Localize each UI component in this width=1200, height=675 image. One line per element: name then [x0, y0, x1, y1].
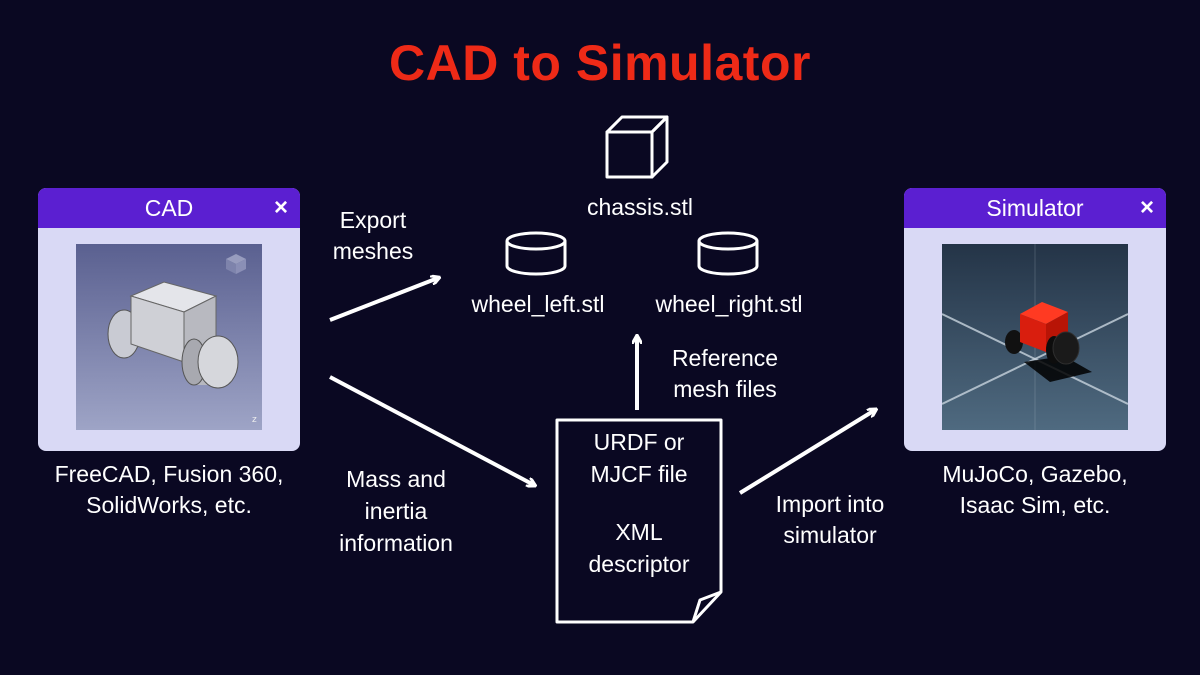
wheel-right-mesh-label: wheel_right.stl [655, 291, 803, 317]
import-label-line2: simulator [783, 522, 877, 548]
mass-label-line3: information [339, 530, 453, 556]
reference-label-line1: Reference [671, 345, 779, 371]
export-meshes-arrow [329, 278, 438, 322]
cad-caption-line2: SolidWorks, etc. [86, 492, 252, 518]
descriptor-line4: descriptor [588, 551, 690, 577]
document-icon [555, 418, 723, 624]
close-icon[interactable]: × [1139, 194, 1154, 221]
mass-inertia-arrow [329, 375, 534, 485]
mass-label-line1: Mass and [346, 466, 446, 492]
export-label-line2: meshes [332, 238, 414, 264]
descriptor-line1: URDF or [593, 429, 685, 455]
import-simulator-arrow [738, 410, 875, 495]
simulator-window: Simulator × [904, 188, 1166, 451]
cad-model-preview: z [76, 244, 262, 430]
simulator-scene-preview [942, 244, 1128, 430]
svg-text:z: z [252, 415, 257, 425]
close-icon[interactable]: × [273, 194, 288, 221]
page-title: CAD to Simulator [389, 35, 811, 91]
cylinder-icon-left [505, 231, 567, 276]
cad-window-title: CAD [144, 195, 194, 221]
simulator-window-title: Simulator [986, 195, 1084, 221]
cylinder-icon-right [697, 231, 759, 276]
descriptor-line3: XML [615, 519, 663, 545]
simulator-robot-render [942, 244, 1128, 430]
reference-label-line2: mesh files [673, 376, 777, 402]
simulator-window-titlebar: Simulator [904, 188, 1166, 228]
import-label-line1: Import into [775, 491, 885, 517]
simulator-caption-line2: Isaac Sim, etc. [959, 492, 1111, 518]
descriptor-line2: MJCF file [590, 461, 688, 487]
navigation-cube-icon [226, 254, 246, 274]
export-label-line1: Export [339, 207, 407, 233]
wheel-left-mesh-label: wheel_left.stl [471, 291, 605, 317]
cad-window: CAD × z [38, 188, 300, 451]
cad-caption-line1: FreeCAD, Fusion 360, [54, 461, 284, 487]
chassis-mesh-label: chassis.stl [586, 194, 694, 220]
mass-label-line2: inertia [364, 498, 428, 524]
simulator-caption-line1: MuJoCo, Gazebo, [942, 461, 1128, 487]
cad-robot-render: z [107, 254, 257, 425]
cad-window-titlebar: CAD [38, 188, 300, 228]
cube-icon [605, 115, 669, 179]
